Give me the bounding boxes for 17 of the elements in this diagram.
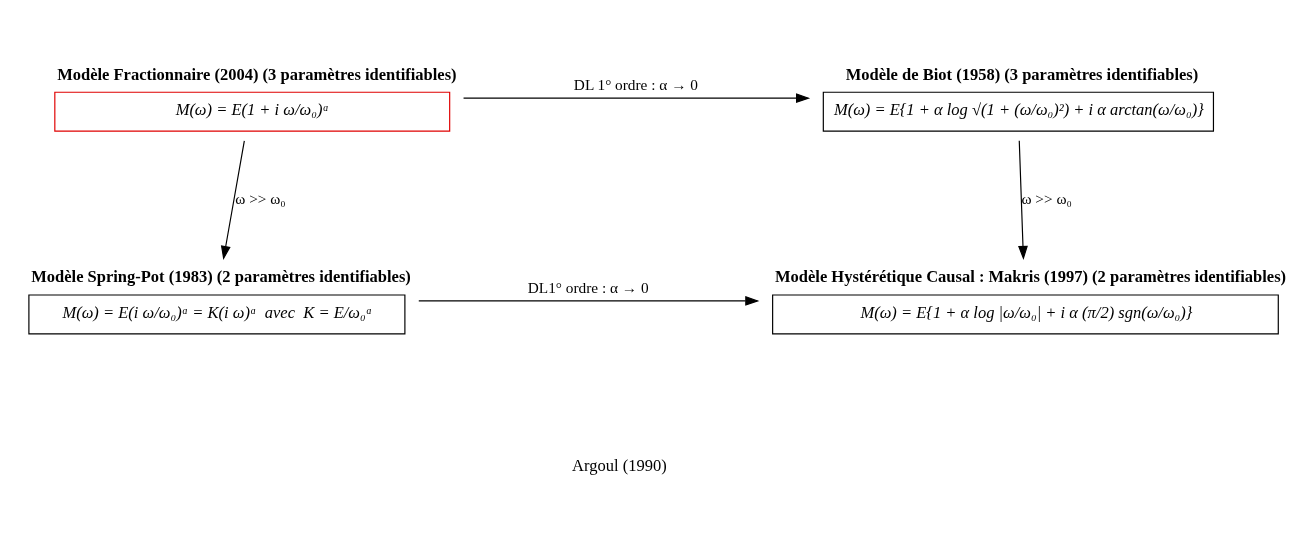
node-box: M(ω) = E(1 + i ω/ω₀)ᵅ xyxy=(54,91,451,132)
arrow xyxy=(1018,140,1028,260)
label: Argoul (1990) xyxy=(572,456,667,476)
node-box: M(ω) = E(i ω/ω₀)ᵅ = K(i ω)ᵅ avec K = E/ω₀ᵅ xyxy=(28,294,406,335)
arrow xyxy=(220,140,245,260)
node-label: Modèle Fractionnaire (2004) (3 paramètres identifiables) xyxy=(57,64,457,84)
node-label: Modèle Spring-Pot (1983) (2 paramètres identifiables) xyxy=(31,267,411,287)
edge-label: DL 1° ordre : α → 0 xyxy=(573,76,698,94)
node-label: Modèle Hystérétique Causal : Makris (1997) (2 paramètres identifiables) xyxy=(774,267,1287,287)
arrow xyxy=(462,93,811,104)
edge-label: ω >> ω₀ xyxy=(235,189,286,207)
edge-label: DL1° ordre : α → 0 xyxy=(527,279,649,297)
node-label: Modèle de Biot (1958) (3 paramètres identifiables) xyxy=(845,64,1199,84)
node-box: M(ω) = E{1 + α log √(1 + (ω/ω₀)²) + i α arctan(ω/ω₀)} xyxy=(822,91,1215,132)
node-box: M(ω) = E{1 + α log |ω/ω₀| + i α (π/2) sgn(ω/ω₀)} xyxy=(772,294,1279,335)
edge-label: ω >> ω₀ xyxy=(1021,189,1072,207)
arrow xyxy=(418,295,760,306)
